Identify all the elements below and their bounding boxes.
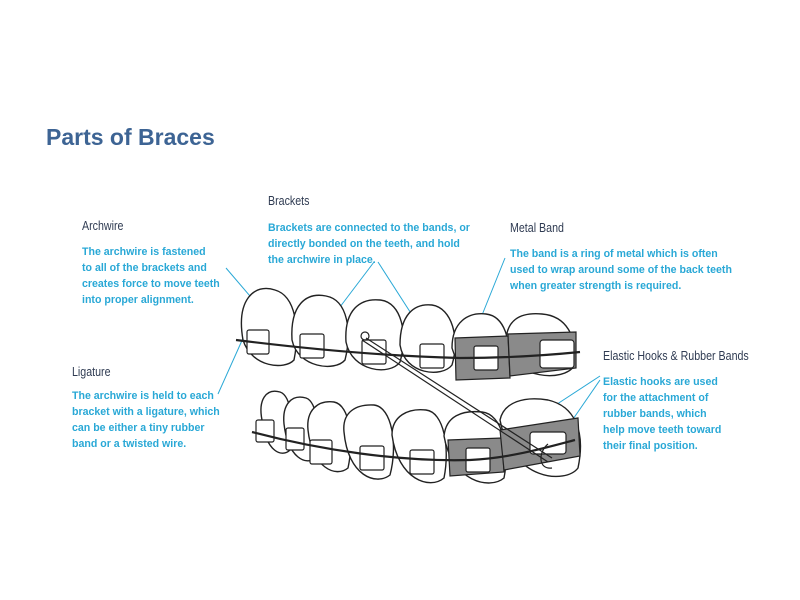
archwire-heading: Archwire [82, 218, 124, 233]
archwire-line: into proper alignment. [82, 294, 194, 306]
lower-archwire [251, 430, 576, 462]
elastic-hooks-line: rubber bands, which [603, 408, 707, 420]
brackets-heading: Brackets [268, 193, 310, 208]
brackets-description: Brackets are connected to the bands, or … [268, 220, 470, 268]
bracket [359, 445, 385, 471]
ligature-leader [217, 335, 245, 395]
brackets-line: directly bonded on the teeth, and hold [268, 238, 460, 250]
brackets-line: the archwire in place. [268, 254, 376, 266]
metal-band-line: The band is a ring of metal which is oft… [510, 248, 718, 260]
bracket [309, 439, 333, 465]
bracket [255, 419, 275, 443]
ligature-description: The archwire is held to each bracket wit… [72, 388, 220, 452]
bracket [285, 427, 305, 451]
archwire-line: creates force to move teeth [82, 278, 220, 290]
metal-band-line: used to wrap around some of the back tee… [510, 264, 732, 276]
elastic-hook-upper [360, 331, 370, 341]
archwire-line: to all of the brackets and [82, 262, 207, 274]
elastic-hooks-line: for the attachment of [603, 392, 709, 404]
elastic-hooks-line: their final position. [603, 440, 698, 452]
elastic-hooks-line: Elastic hooks are used [603, 376, 718, 388]
bracket [409, 449, 435, 475]
metal-band-description: The band is a ring of metal which is oft… [510, 246, 732, 294]
ligature-heading: Ligature [72, 364, 111, 379]
ligature-line: band or a twisted wire. [72, 438, 187, 450]
ligature-line: can be either a tiny rubber [72, 422, 205, 434]
archwires [235, 338, 581, 462]
ligature-line: bracket with a ligature, which [72, 406, 220, 418]
bracket [299, 333, 325, 359]
rubber-bands [360, 331, 553, 469]
archwire-line: The archwire is fastened [82, 246, 206, 258]
metal-band-line: when greater strength is required. [510, 280, 682, 292]
rubber-band [365, 337, 553, 459]
elastic-hooks-line: help move teeth toward [603, 424, 722, 436]
elastic-hooks-description: Elastic hooks are used for the attachmen… [603, 374, 721, 454]
elastic-hooks-heading: Elastic Hooks & Rubber Bands [603, 348, 749, 363]
brackets-line: Brackets are connected to the bands, or [268, 222, 470, 234]
metal-band-heading: Metal Band [510, 220, 564, 235]
rubber-band [361, 339, 549, 463]
elastic-hook-lower [540, 443, 553, 469]
upper-archwire [235, 338, 581, 360]
archwire-description: The archwire is fastened to all of the b… [82, 244, 220, 308]
ligature-line: The archwire is held to each [72, 390, 214, 402]
page-title: Parts of Braces [46, 124, 215, 150]
